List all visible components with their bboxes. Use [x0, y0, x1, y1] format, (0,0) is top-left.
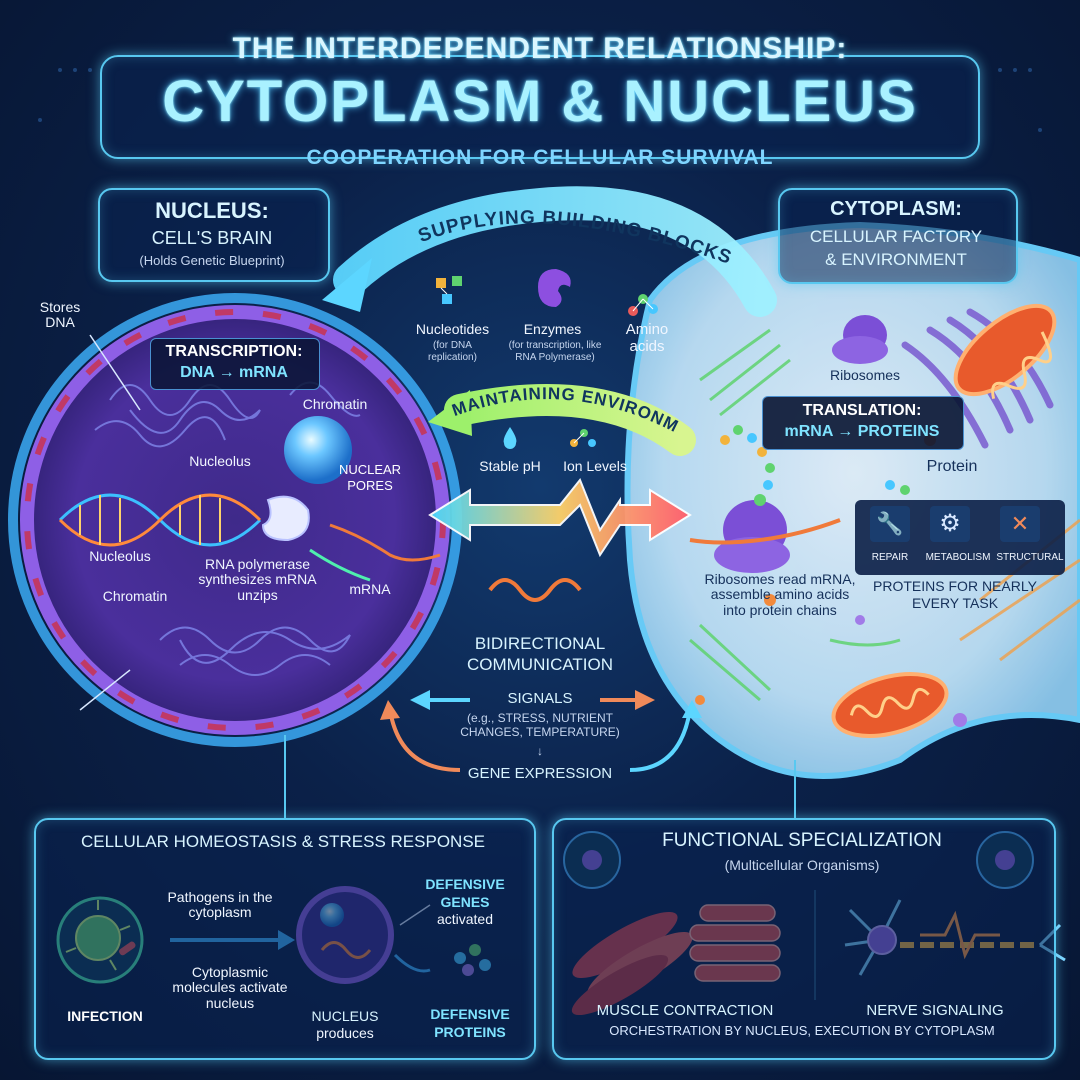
transcription-title: TRANSCRIPTION: — [165, 343, 303, 360]
chromatin-left-label: Chromatin — [102, 588, 168, 604]
translation-box — [762, 396, 964, 450]
rna-polymerase-label: RNA polymerase synthesizes mRNA unzips — [198, 556, 317, 603]
nucleus-heading: NUCLEUS: — [155, 198, 269, 223]
defensive-genes-1: DEFENSIVE — [425, 876, 505, 892]
wrench-icon: 🔧 — [870, 506, 910, 542]
nucleus-note: (Holds Genetic Blueprint) — [139, 253, 285, 268]
transcription-box — [150, 338, 320, 390]
proteins-for-label: PROTEINS FOR NEARLY EVERY TASK — [873, 578, 1037, 611]
enzymes-icon — [528, 262, 578, 312]
infection-label: INFECTION — [67, 1008, 143, 1024]
enzymes-note: (for transcription, like RNA Polymerase) — [508, 340, 602, 363]
nucleolus-left-label: Nucleolus — [89, 548, 151, 564]
communication-title: BIDIRECTIONAL COMMUNICATION — [466, 634, 614, 675]
translation-title: TRANSLATION: — [802, 402, 922, 419]
nerve-label: NERVE SIGNALING — [866, 1002, 1004, 1019]
amino-acids-icon — [625, 285, 661, 321]
nucleus-subheading: CELL'S BRAIN — [151, 228, 273, 248]
water-drop-icon — [500, 425, 520, 451]
cytoplasmic-label: Cytoplasmic molecules activate nucleus — [172, 964, 288, 1011]
defensive-genes-3: activated — [436, 911, 494, 927]
protein-label: Protein — [926, 458, 978, 475]
nucleolus-top-label: Nucleolus — [189, 453, 251, 469]
enzymes-label: Enzymes — [523, 321, 582, 337]
homeostasis-panel — [34, 818, 536, 1060]
signals-label: SIGNALS — [507, 690, 573, 707]
nucleotides-note: (for DNA replication) — [428, 340, 477, 363]
cytoplasm-subheading-1: CELLULAR FACTORY — [809, 227, 983, 246]
ribosome-note: Ribosomes read mRNA, assemble amino acid… — [704, 571, 856, 618]
cytoplasm-subheading-2: & ENVIRONMENT — [825, 250, 967, 269]
stable-ph-label: Stable pH — [479, 458, 541, 474]
signals-note: (e.g., STRESS, NUTRIENT CHANGES, TEMPERA… — [460, 711, 620, 739]
specialization-footer: ORCHESTRATION BY NUCLEUS, EXECUTION BY C… — [609, 1023, 995, 1038]
transcription-equation: DNA → mRNA — [180, 364, 288, 381]
gear-icon: ⚙ — [930, 506, 970, 542]
gene-expression-label: GENE EXPRESSION — [467, 765, 613, 782]
title-frame — [100, 55, 980, 159]
ion-levels-label: Ion Levels — [563, 458, 627, 474]
nucleus-heading-panel — [98, 188, 330, 282]
ion-icon — [568, 425, 598, 451]
specialization-panel — [552, 818, 1056, 1060]
defensive-proteins-2: PROTEINS — [434, 1024, 506, 1040]
muscle-label: MUSCLE CONTRACTION — [596, 1002, 774, 1019]
mrna-label: mRNA — [349, 581, 391, 597]
cytoplasm-heading-panel — [778, 188, 1018, 284]
nucleotides-label: Nucleotides — [415, 321, 490, 337]
page-subtitle: COOPERATION FOR CELLULAR SURVIVAL — [306, 146, 774, 169]
pathogens-label: Pathogens in the cytoplasm — [167, 889, 273, 921]
defensive-genes-2: GENES — [440, 894, 490, 910]
role-repair: REPAIR — [871, 552, 909, 563]
ribosomes-label: Ribosomes — [829, 367, 901, 383]
role-metabolism: METABOLISM — [925, 552, 991, 563]
stores-dna-label: Stores DNA — [39, 299, 81, 331]
nucleotides-icon — [430, 272, 470, 312]
specialization-title: FUNCTIONAL SPECIALIZATION — [662, 830, 942, 851]
structural-icon: ✕ — [1000, 506, 1040, 542]
title-top: THE INTERDEPENDENT RELATIONSHIP: — [232, 32, 848, 65]
chromatin-top-label: Chromatin — [302, 396, 368, 412]
amino-acids-label: Amino acids — [625, 321, 669, 355]
role-structural: STRUCTURAL — [996, 552, 1064, 563]
homeostasis-title: CELLULAR HOMEOSTASIS & STRESS RESPONSE — [80, 832, 485, 851]
nuclear-pores-label: NUCLEAR PORES — [338, 462, 402, 493]
page-title: CYTOPLASM & NUCLEUS — [162, 69, 918, 134]
translation-equation: mRNA → PROTEINS — [784, 423, 940, 440]
nucleus-produces-2: produces — [316, 1025, 374, 1041]
cytoplasm-heading: CYTOPLASM: — [830, 198, 962, 220]
down-arrow-icon: ↓ — [537, 744, 543, 758]
specialization-subtitle: (Multicellular Organisms) — [724, 857, 880, 873]
nucleus-produces-1: NUCLEUS — [311, 1008, 379, 1024]
defensive-proteins-1: DEFENSIVE — [430, 1006, 510, 1022]
